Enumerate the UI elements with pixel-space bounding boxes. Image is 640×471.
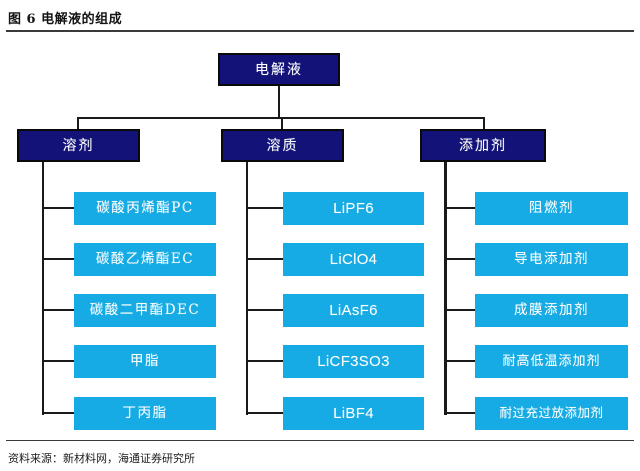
connector-branch-leaf-2-3 — [447, 360, 475, 362]
node-leaf-solvent-0-label: 碳酸丙烯酯PC — [96, 199, 194, 216]
node-leaf-solute-4: LiBF4 — [283, 397, 424, 430]
node-branch-additive-label: 添加剂 — [459, 137, 507, 154]
connector-branch-leaf-1-1 — [248, 258, 283, 260]
node-leaf-additive-3: 耐高低温添加剂 — [475, 345, 628, 378]
node-leaf-additive-4-label: 耐过充过放添加剂 — [499, 405, 604, 421]
node-branch-solvent-label: 溶剂 — [62, 137, 95, 154]
connector-bus-to-branch-0 — [77, 117, 79, 130]
connector-branch-leaf-0-2 — [44, 309, 74, 311]
connector-branch-leaf-1-2 — [248, 309, 283, 311]
node-leaf-solute-0-label: LiPF6 — [333, 200, 374, 217]
footer-divider — [6, 440, 634, 441]
node-leaf-solvent-0: 碳酸丙烯酯PC — [74, 192, 216, 225]
node-leaf-solvent-1: 碳酸乙烯酯EC — [74, 243, 216, 276]
node-leaf-solute-3-label: LiCF3SO3 — [317, 353, 390, 370]
connector-spine-solvent — [42, 162, 44, 415]
connector-branch-leaf-0-4 — [44, 412, 74, 414]
connector-branch-leaf-2-0 — [447, 207, 475, 209]
connector-branch-leaf-0-1 — [44, 258, 74, 260]
node-leaf-solvent-2-label: 碳酸二甲酯DEC — [89, 301, 201, 318]
node-leaf-solvent-3-label: 甲脂 — [130, 352, 160, 369]
connector-bus-to-branch-2 — [483, 117, 485, 130]
connector-root-stem — [278, 86, 280, 118]
figure-title: 图 6 电解液的组成 — [8, 12, 123, 27]
connector-branch-leaf-0-0 — [44, 207, 74, 209]
node-leaf-solute-4-label: LiBF4 — [333, 405, 374, 422]
connector-branch-leaf-1-3 — [248, 360, 283, 362]
node-leaf-solute-1: LiClO4 — [283, 243, 424, 276]
node-leaf-solute-2-label: LiAsF6 — [329, 302, 378, 319]
node-leaf-additive-0-label: 阻燃剂 — [529, 199, 574, 216]
connector-branch-leaf-2-2 — [447, 309, 475, 311]
node-leaf-solvent-2: 碳酸二甲酯DEC — [74, 294, 216, 327]
connector-bus-to-branch-1 — [281, 117, 283, 130]
node-branch-solvent: 溶剂 — [17, 129, 140, 162]
connector-branch-leaf-0-3 — [44, 360, 74, 362]
connector-branch-leaf-2-1 — [447, 258, 475, 260]
node-branch-additive: 添加剂 — [420, 129, 546, 162]
connector-spine-solute — [246, 162, 248, 415]
node-leaf-additive-1: 导电添加剂 — [475, 243, 628, 276]
node-root-label: 电解液 — [255, 61, 303, 78]
node-leaf-solute-1-label: LiClO4 — [329, 251, 378, 268]
node-leaf-solute-0: LiPF6 — [283, 192, 424, 225]
node-leaf-additive-2: 成膜添加剂 — [475, 294, 628, 327]
node-branch-solute-label: 溶质 — [266, 137, 299, 154]
node-leaf-solvent-4-label: 丁丙脂 — [122, 404, 168, 421]
node-leaf-solvent-4: 丁丙脂 — [74, 397, 216, 430]
node-leaf-additive-3-label: 耐高低温添加剂 — [502, 354, 601, 369]
connector-branch-leaf-1-0 — [248, 207, 283, 209]
node-leaf-additive-2-label: 成膜添加剂 — [514, 301, 589, 318]
node-branch-solute: 溶质 — [221, 129, 344, 162]
source-note: 资料来源：新材料网，海通证券研究所 — [8, 452, 195, 465]
header-divider — [6, 30, 634, 32]
connector-branch-leaf-2-4 — [447, 412, 475, 414]
connector-spine-additive — [444, 162, 447, 415]
node-leaf-solvent-3: 甲脂 — [74, 345, 216, 378]
node-leaf-solute-3: LiCF3SO3 — [283, 345, 424, 378]
node-leaf-additive-4: 耐过充过放添加剂 — [475, 397, 628, 430]
node-leaf-solute-2: LiAsF6 — [283, 294, 424, 327]
node-leaf-solvent-1-label: 碳酸乙烯酯EC — [95, 250, 195, 267]
node-leaf-additive-1-label: 导电添加剂 — [514, 250, 589, 267]
node-root: 电解液 — [218, 53, 340, 86]
connector-branch-leaf-1-4 — [248, 412, 283, 414]
node-leaf-additive-0: 阻燃剂 — [475, 192, 628, 225]
